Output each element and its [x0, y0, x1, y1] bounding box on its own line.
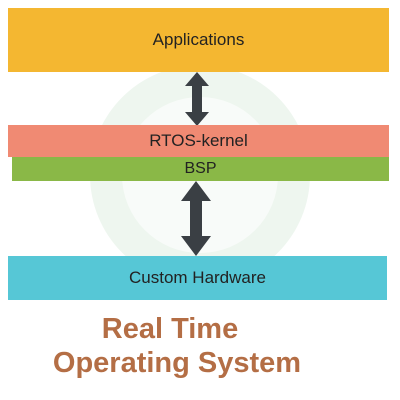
double-arrow-icon: [185, 72, 209, 126]
bsp-layer: BSP: [12, 157, 389, 181]
custom-hardware-layer: Custom Hardware: [8, 256, 387, 300]
custom-hardware-label: Custom Hardware: [129, 268, 266, 287]
double-arrow-icon: [181, 181, 211, 256]
caption-line-1: Real Time: [101, 313, 239, 345]
applications-label: Applications: [152, 30, 245, 49]
bsp-label: BSP: [184, 160, 217, 177]
caption-line-2: Operating System: [52, 347, 302, 379]
rtos-kernel-label: RTOS-kernel: [149, 131, 248, 150]
applications-layer: Applications: [8, 8, 389, 72]
rtos-kernel-layer: RTOS-kernel: [8, 125, 389, 157]
